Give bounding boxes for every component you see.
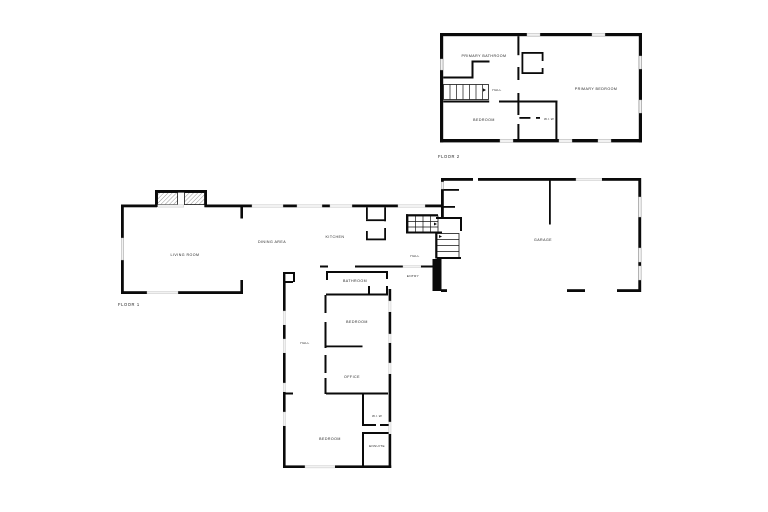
room-label-bedroom-south: BEDROOM xyxy=(319,437,341,441)
floor-1-west-block-walls xyxy=(121,190,443,294)
floor-2-room-labels: PRIMARY BATHROOM HALL BEDROOM W.I.W PRIM… xyxy=(462,54,618,122)
floor-2-group: PRIMARY BATHROOM HALL BEDROOM W.I.W PRIM… xyxy=(438,33,642,159)
room-label-primary-bedroom: PRIMARY BEDROOM xyxy=(575,87,618,91)
room-label-hall-f2: HALL xyxy=(492,88,501,92)
floor-1-garage-walls xyxy=(441,178,642,292)
floor-2-windows xyxy=(440,33,642,143)
room-label-ensuite: ENSUITE xyxy=(369,444,385,448)
floor-1-central-core xyxy=(283,178,462,292)
room-label-wiw-f1: W.I.W xyxy=(372,414,382,418)
room-label-dining-area: DINING AREA xyxy=(258,240,286,244)
room-label-hall-entry: HALL xyxy=(410,254,419,258)
room-label-office: OFFICE xyxy=(344,375,360,379)
floor-2-interior-walls xyxy=(443,36,558,140)
floor-1-room-labels: LIVING ROOM DINING AREA KITCHEN HALL ENT… xyxy=(171,235,552,448)
room-label-garage: GARAGE xyxy=(534,238,552,242)
room-label-entry: ENTRY xyxy=(407,274,419,278)
floor-1-caption: FLOOR 1 xyxy=(118,302,140,307)
room-label-kitchen: KITCHEN xyxy=(326,235,345,239)
room-label-bathroom: BATHROOM xyxy=(343,279,367,283)
room-label-bedroom-f2: BEDROOM xyxy=(473,118,495,122)
floor-2-exterior-walls xyxy=(440,33,642,143)
room-label-living-room: LIVING ROOM xyxy=(171,253,200,257)
floor-1-interior-fill xyxy=(123,178,641,468)
floor-2-staircase xyxy=(443,84,489,100)
floor-2-caption: FLOOR 2 xyxy=(438,154,460,159)
room-label-hall-wing: HALL xyxy=(300,341,309,345)
floor-1-group: LIVING ROOM DINING AREA KITCHEN HALL ENT… xyxy=(118,178,642,469)
room-label-bedroom-mid: BEDROOM xyxy=(346,320,368,324)
floor-1-south-wing-walls xyxy=(283,271,392,469)
room-label-wiw-f2: W.I.W xyxy=(544,117,554,121)
room-label-primary-bathroom: PRIMARY BATHROOM xyxy=(462,54,507,58)
